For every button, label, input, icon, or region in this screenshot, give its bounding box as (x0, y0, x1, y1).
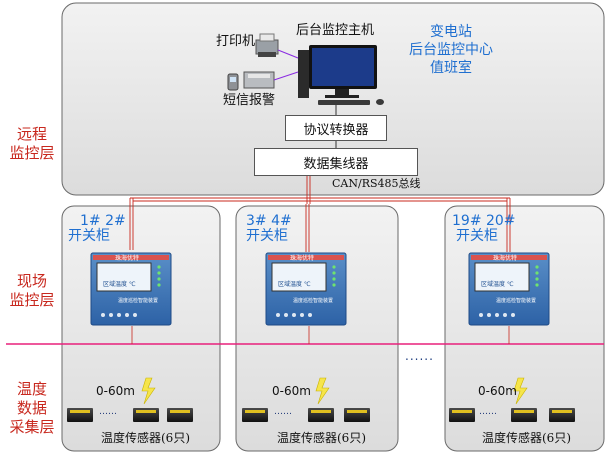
field-device-2 (265, 252, 347, 326)
sensor-group-1 (67, 408, 193, 422)
sensor-label-3: 温度传感器(6只) (482, 431, 571, 445)
control-room-wiring (273, 49, 299, 81)
bus-lines (129, 176, 511, 252)
range-3: 0-60m (478, 384, 517, 398)
cabinet-1-sub: 开关柜 (68, 228, 110, 244)
cabinet-3-sub: 开关柜 (456, 228, 498, 244)
cabinet-2-label: 3# 4# (246, 213, 292, 229)
device-1-brand: 珠海优特 (115, 255, 140, 262)
more-cabinets-dots: ...... (405, 349, 434, 363)
layer-label-field: 现场 监控层 (9, 272, 55, 309)
range-2: 0-60m (272, 384, 311, 398)
bus-horizontal (130, 197, 510, 202)
range-1: 0-60m (96, 384, 135, 398)
host-label: 后台监控主机 (296, 23, 375, 38)
center-label: 变电站 后台监控中心 值班室 (409, 24, 493, 76)
cabinet-1-label: 1# 2# (80, 213, 126, 229)
wireless-icon-2 (315, 377, 330, 405)
cabinet-3-label: 19# 20# (452, 213, 516, 229)
device-2-brand: 珠海优特 (290, 255, 315, 262)
device-3-model: 温度巡检智能装置 (496, 298, 537, 304)
host-computer-icon (298, 45, 384, 105)
remote-panel (61, 2, 605, 196)
data-concentrator-box: 数据集线器 (254, 148, 418, 176)
protocol-converter-label: 协议转换器 (303, 122, 369, 138)
field-device-1 (90, 252, 172, 326)
wireless-icon-3 (513, 377, 528, 405)
layer-label-collect: 温度 数据 采集层 (9, 380, 55, 436)
field-device-3 (468, 252, 550, 326)
sensor-label-1: 温度传感器(6只) (101, 431, 190, 445)
sensor-label-2: 温度传感器(6只) (277, 431, 366, 445)
cabinet-2-sub: 开关柜 (246, 228, 288, 244)
device-3-brand: 珠海优特 (493, 255, 518, 262)
data-concentrator-label: 数据集线器 (303, 156, 369, 172)
sms-alarm-icon (227, 71, 275, 91)
protocol-converter-box: 协议转换器 (285, 115, 387, 141)
sms-label: 短信报警 (223, 93, 276, 108)
sensor-ellipsis-1: …… (99, 407, 117, 417)
device-drop-lines (131, 326, 510, 344)
sensor-ellipsis-3: …… (479, 407, 497, 417)
printer-label: 打印机 (216, 34, 256, 49)
sensor-ellipsis-2: …… (274, 407, 292, 417)
sensor-group-2 (242, 408, 370, 422)
printer-icon (255, 33, 279, 57)
sensor-group-3 (449, 408, 575, 422)
device-1-model: 温度巡检智能装置 (118, 298, 159, 304)
device-2-model: 温度巡检智能装置 (293, 298, 334, 304)
layer-label-remote: 远程 监控层 (9, 125, 55, 162)
wireless-icon-1 (141, 377, 156, 405)
device-2-screen: 区域温度 ℃ (278, 281, 311, 288)
device-3-screen: 区域温度 ℃ (481, 281, 514, 288)
bus-label: CAN/RS485总线 (332, 177, 421, 190)
device-1-screen: 区域温度 ℃ (103, 281, 136, 288)
